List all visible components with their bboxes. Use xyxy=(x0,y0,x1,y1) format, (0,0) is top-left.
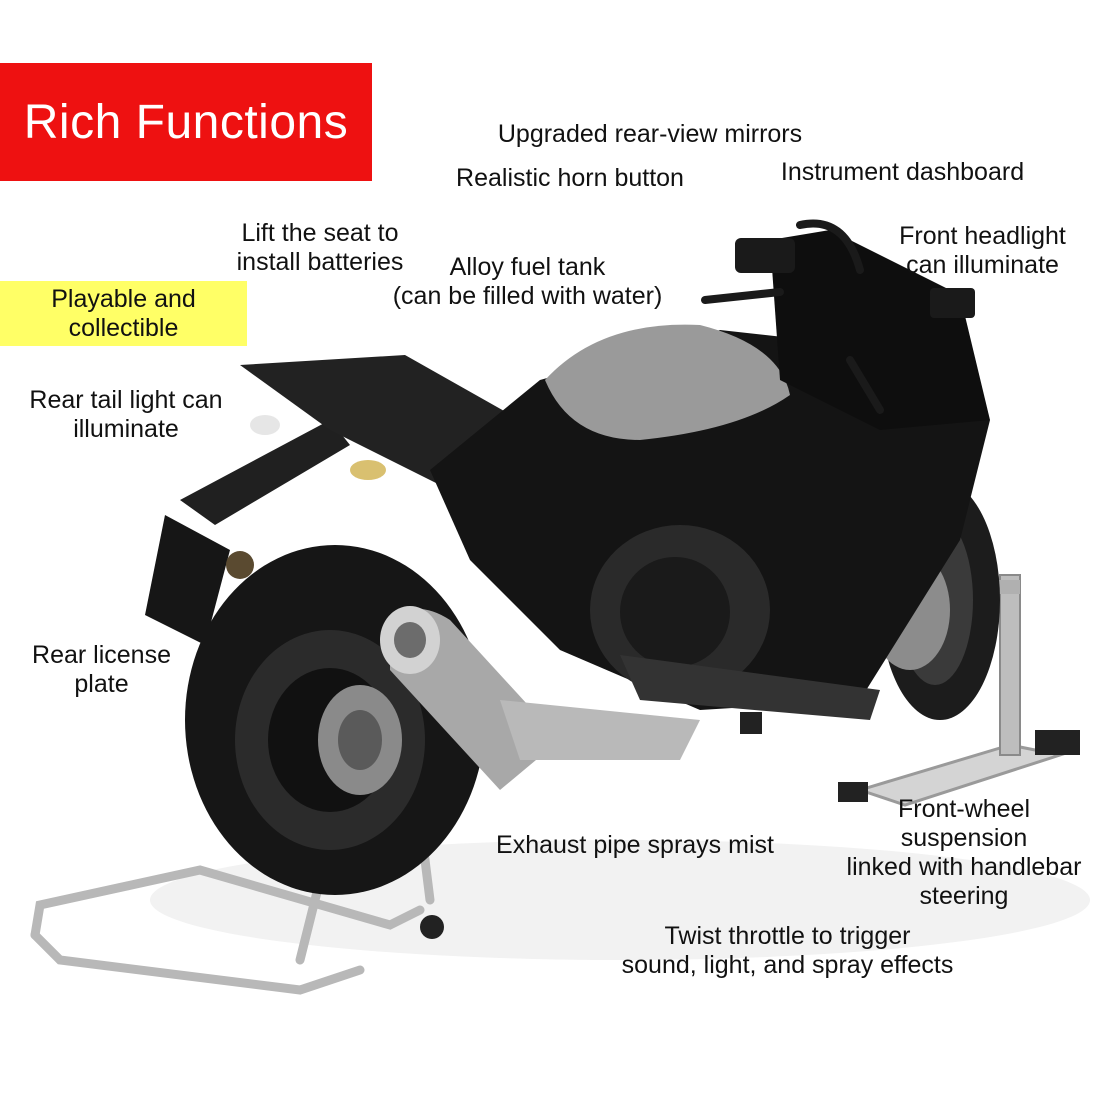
label-exhaust: Exhaust pipe sprays mist xyxy=(496,831,774,859)
rear-indicator xyxy=(350,460,386,480)
label-suspension: Front-wheel suspension linked with handl… xyxy=(846,795,1082,910)
license-plate xyxy=(145,515,230,645)
handlebars xyxy=(701,219,884,414)
label-horn: Realistic horn button xyxy=(456,164,684,192)
rear-tail-light xyxy=(250,415,280,435)
banner-title: Rich Functions xyxy=(23,95,349,149)
stand-wheel xyxy=(420,915,444,939)
exhaust-pipe xyxy=(380,606,700,790)
label-mirrors: Upgraded rear-view mirrors xyxy=(497,120,803,148)
rich-functions-banner: Rich Functions xyxy=(0,63,372,181)
label-seat: Lift the seat to install batteries xyxy=(236,219,404,276)
playable-collectible-highlight: Playable and collectible xyxy=(0,281,247,346)
label-throttle: Twist throttle to trigger sound, light, … xyxy=(621,922,954,979)
motorcycle-body xyxy=(240,230,990,720)
label-tail-light: Rear tail light can illuminate xyxy=(29,386,223,443)
label-dashboard: Instrument dashboard xyxy=(780,158,1025,186)
front-paddock-stand xyxy=(740,574,1080,807)
highlight-text: Playable and collectible xyxy=(51,284,196,342)
label-headlight: Front headlight can illuminate xyxy=(899,222,1066,279)
label-license-plate: Rear license plate xyxy=(32,641,171,698)
fuel-tank xyxy=(545,324,790,440)
label-fuel-tank: Alloy fuel tank (can be filled with wate… xyxy=(392,253,663,310)
